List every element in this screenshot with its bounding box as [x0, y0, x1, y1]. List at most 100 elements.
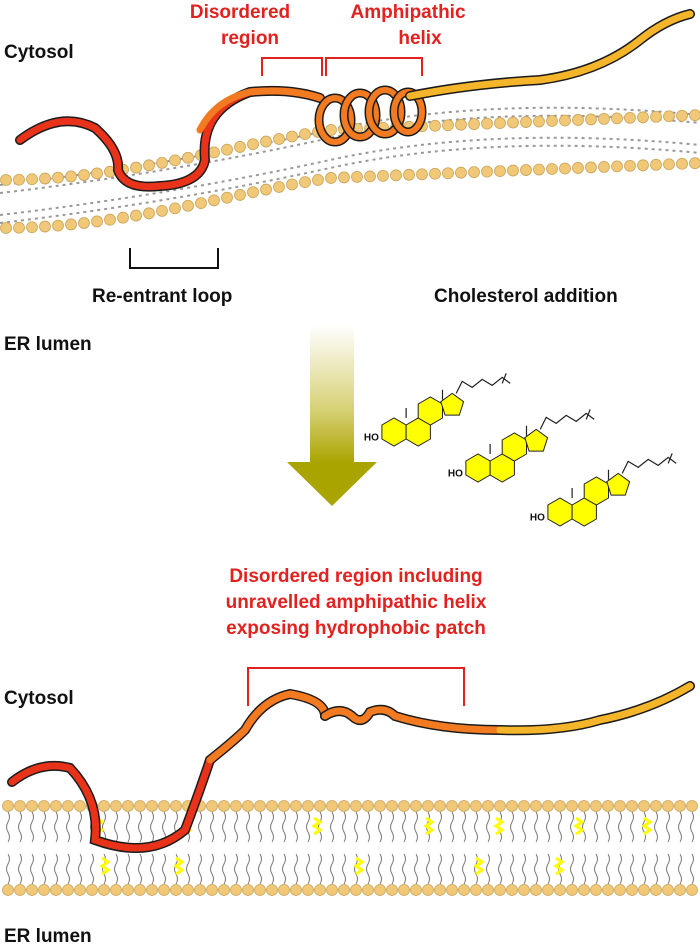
lipid-head: [290, 800, 302, 812]
er-lumen-label-bottom: ER lumen: [4, 926, 92, 947]
lipid-head: [374, 884, 386, 896]
lipid-head: [626, 800, 638, 812]
annotation-line3: exposing hydrophobic patch: [226, 618, 486, 639]
lipid-tail: [546, 811, 550, 843]
lipid-head: [50, 884, 62, 896]
lipid-head: [546, 163, 558, 175]
lipid-head: [602, 884, 614, 896]
lipid-tail: [306, 811, 310, 843]
lipid-tail: [258, 811, 262, 843]
lipid-tail: [462, 853, 466, 885]
lipid-head: [26, 221, 38, 234]
lipid-head: [98, 884, 110, 896]
n-terminal-ribbon-bottom: [7, 688, 330, 853]
amphipathic-helix-label-line2: helix: [398, 28, 442, 49]
lipid-tail: [222, 853, 226, 885]
lipid-head: [470, 884, 482, 896]
hydroxyl-label: HO: [530, 512, 545, 523]
lipid-head: [578, 800, 590, 812]
lipid-head: [266, 884, 278, 896]
lipid-tail: [438, 811, 442, 843]
lipid-tail: [414, 811, 418, 843]
lipid-head: [494, 117, 506, 130]
lipid-head: [442, 119, 454, 132]
lipid-head: [624, 111, 636, 124]
ring-d: [524, 428, 549, 452]
lipid-head: [143, 207, 155, 220]
lipid-head: [266, 800, 278, 812]
lipid-head: [585, 161, 597, 174]
lipid-head: [182, 199, 194, 212]
annotation-line2: unravelled amphipathic helix: [226, 592, 487, 613]
lipid-tail: [6, 853, 10, 885]
lipid-head: [626, 884, 638, 896]
lipid-tail: [66, 811, 70, 843]
lipid-head: [314, 800, 326, 812]
lipid-head: [78, 169, 90, 181]
ring-a: [465, 453, 491, 483]
lipid-head: [134, 884, 146, 896]
lipid-tail: [246, 811, 250, 843]
lipid-head: [364, 170, 376, 183]
lipid-head: [273, 181, 285, 193]
lipid-tail: [606, 811, 610, 843]
lipid-head: [662, 800, 674, 812]
lipid-heads-inner-top: [0, 157, 700, 234]
lipid-head: [170, 884, 182, 896]
bottom-panel: Disordered region including unravelled a…: [2, 566, 698, 947]
lipid-tail: [414, 853, 418, 885]
ring-d: [440, 392, 465, 416]
lipid-tail: [234, 811, 238, 843]
lipid-head: [507, 116, 519, 129]
lipid-tail: [126, 853, 130, 885]
cholesterol-icon: [553, 856, 565, 876]
ring-a: [547, 497, 573, 527]
lipid-head: [598, 160, 610, 173]
lipid-head: [156, 156, 168, 169]
lipid-tail: [618, 811, 622, 843]
lipid-head: [638, 884, 650, 896]
lipid-tail: [630, 853, 634, 885]
lipid-head: [530, 884, 542, 896]
lipid-head: [195, 197, 207, 210]
lipid-tail: [78, 853, 82, 885]
lipid-head: [614, 800, 626, 812]
lipid-tail: [462, 811, 466, 843]
lipid-head: [91, 167, 103, 180]
lipid-tail: [402, 811, 406, 843]
lipid-tail: [522, 853, 526, 885]
lipid-head: [247, 138, 259, 151]
lipid-tail: [114, 811, 118, 843]
lipid-tail: [342, 811, 346, 843]
lipid-tail: [666, 811, 670, 843]
lipid-tail: [30, 853, 34, 885]
cytosol-label-top: Cytosol: [4, 42, 74, 63]
lipid-head: [566, 884, 578, 896]
lipid-tail: [18, 853, 22, 885]
lipid-tail: [318, 811, 322, 843]
lipid-tail: [450, 811, 454, 843]
lipid-tail: [6, 811, 10, 843]
lipid-tail: [546, 853, 550, 885]
lipid-head: [221, 143, 233, 156]
lipid-head: [208, 146, 220, 159]
lipid-head: [338, 884, 350, 896]
lipid-head: [554, 800, 566, 812]
lipid-head: [182, 151, 194, 164]
lipid-tail: [162, 853, 166, 885]
lipid-head: [637, 159, 649, 172]
lipid-head: [254, 800, 266, 812]
methyl: [489, 425, 528, 454]
lipid-head: [13, 221, 25, 234]
lipid-head: [650, 800, 662, 812]
lipid-tail: [294, 811, 298, 843]
lipid-head: [598, 112, 610, 125]
lipid-head: [50, 800, 62, 812]
lipid-head: [312, 173, 324, 186]
lipid-head: [362, 800, 374, 812]
lipid-head: [542, 800, 554, 812]
lipid-head: [158, 800, 170, 812]
lipid-tail: [378, 853, 382, 885]
lipid-head: [446, 800, 458, 812]
lipid-head: [518, 884, 530, 896]
